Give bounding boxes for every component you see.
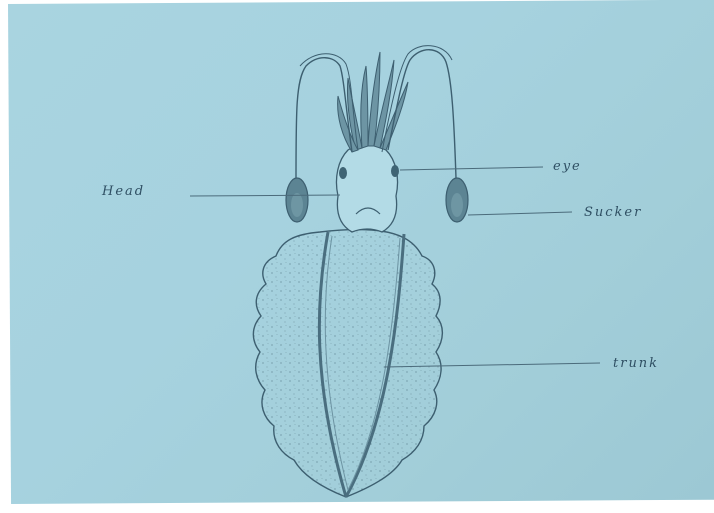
eye-right-icon	[391, 165, 399, 177]
head-leader-line	[190, 195, 340, 196]
sucker-label: Sucker	[584, 205, 642, 220]
eye-left-icon	[339, 167, 347, 179]
trunk-label: trunk	[613, 356, 659, 371]
eye-label: eye	[553, 159, 582, 174]
sucker-leader-line	[468, 212, 572, 215]
head	[336, 144, 397, 232]
head-label: Head	[102, 184, 145, 199]
eye-leader-line	[400, 167, 543, 170]
trunk-mantle	[253, 230, 442, 497]
